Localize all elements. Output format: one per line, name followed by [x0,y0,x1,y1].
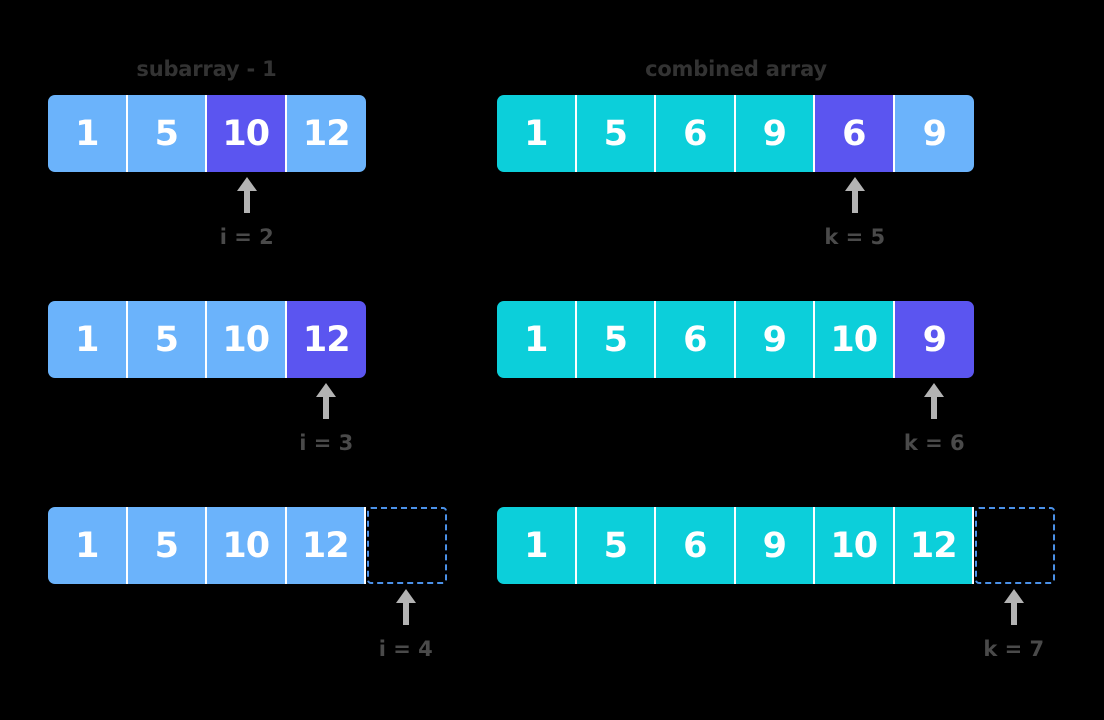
array-cell: 1 [497,507,577,584]
array-cell: 12 [894,507,974,584]
pointer-label: i = 2 [219,225,274,249]
pointer-label: k = 5 [824,225,886,249]
pointer-left-step-2: i = 3 [286,383,366,455]
array-cell: 10 [815,507,895,584]
array-cell: 10 [207,95,287,172]
array-cell: 12 [286,301,366,378]
array-cell: 10 [207,507,287,584]
array-cell: 5 [127,95,207,172]
arrow-up-icon [395,589,417,625]
arrow-up-icon [1003,589,1025,625]
pointer-label: i = 4 [378,637,433,661]
pointer-right-step-2: k = 6 [894,383,974,455]
array-cell: 10 [207,301,287,378]
arrow-up-icon [844,177,866,213]
array-cell: 1 [497,95,577,172]
array-cell: 9 [735,507,815,584]
array-cell: 9 [735,301,815,378]
array-cell-empty [975,507,1055,584]
array-cell: 1 [48,301,128,378]
array-cell: 9 [894,301,974,378]
arrow-up-icon [315,383,337,419]
array-cell: 5 [576,507,656,584]
array-cell: 1 [497,301,577,378]
array-cell: 5 [127,507,207,584]
array-cell: 6 [656,301,736,378]
array-cell: 6 [815,95,895,172]
array-cell: 9 [894,95,974,172]
pointer-right-step-1: k = 5 [815,177,895,249]
array-cell-empty [367,507,447,584]
array-cell: 10 [815,301,895,378]
arrow-up-icon [923,383,945,419]
array-cell: 6 [656,95,736,172]
array-cell: 12 [286,95,366,172]
array-cell: 1 [48,95,128,172]
pointer-left-step-3: i = 4 [366,589,446,661]
array-cell: 5 [576,95,656,172]
array-cell: 6 [656,507,736,584]
arrow-up-icon [236,177,258,213]
array-cell: 9 [735,95,815,172]
pointer-left-step-1: i = 2 [207,177,287,249]
array-cell: 12 [286,507,366,584]
column-title-combined-array: combined array [645,57,827,81]
pointer-label: k = 7 [983,637,1045,661]
pointer-label: k = 6 [903,431,965,455]
pointer-right-step-3: k = 7 [974,589,1054,661]
pointer-label: i = 3 [299,431,354,455]
array-cell: 5 [127,301,207,378]
array-cell: 1 [48,507,128,584]
column-title-subarray: subarray - 1 [136,57,277,81]
array-cell: 5 [576,301,656,378]
